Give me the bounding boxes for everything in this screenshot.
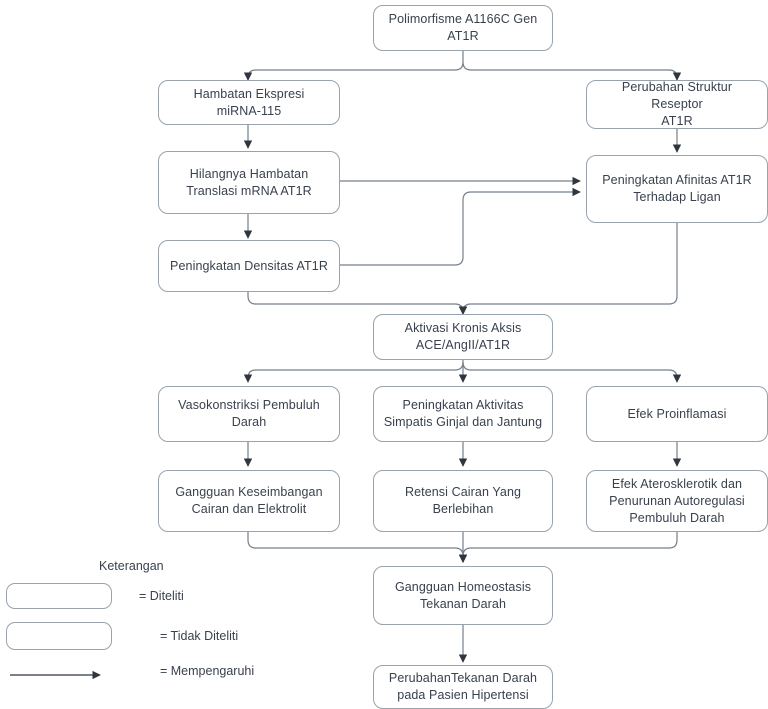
legend-label-diteliti: = Diteliti (139, 589, 184, 603)
node-hambatan-ekspresi-mirna[interactable]: Hambatan Ekspresi miRNA-115 (158, 80, 340, 125)
node-peningkatan-aktivitas-simpatis[interactable]: Peningkatan Aktivitas Simpatis Ginjal da… (373, 386, 553, 442)
legend-title: Keterangan (99, 559, 164, 573)
edge-n5-n7 (458, 223, 678, 315)
node-perubahan-struktur-reseptor[interactable]: Perubahan Struktur Reseptor AT1R (586, 80, 768, 129)
node-perubahan-tekanan-darah[interactable]: PerubahanTekanan Darah pada Pasien Hiper… (373, 665, 553, 709)
node-retensi-cairan-berlebihan[interactable]: Retensi Cairan Yang Berlebihan (373, 470, 553, 532)
node-label: Retensi Cairan Yang Berlebihan (404, 485, 522, 516)
edge-n1-n3 (462, 61, 682, 81)
node-gangguan-homeostasis-tekanan[interactable]: Gangguan Homeostasis Tekanan Darah (373, 566, 553, 625)
edge-n6-n7 (247, 292, 468, 315)
legend-label-tidak-diteliti: = Tidak Diteliti (160, 629, 239, 643)
legend-label-mempengaruhi: = Mempengaruhi (160, 664, 255, 678)
node-label: Hambatan Ekspresi miRNA-115 (193, 86, 305, 118)
node-label: Efek Aterosklerotik dan Penurunan Autore… (609, 476, 745, 525)
node-vasokonstriksi-pembuluh-darah[interactable]: Vasokonstriksi Pembuluh Darah (158, 386, 340, 442)
legend-swatch-diteliti (6, 583, 112, 609)
edge-n7-n10 (462, 361, 682, 383)
edge-n7-n8 (243, 361, 464, 383)
node-aktivasi-kronis-aksis[interactable]: Aktivasi Kronis Aksis ACE/AngII/AT1R (373, 314, 553, 360)
edge-n6-n5 (340, 187, 581, 266)
node-label: Aktivasi Kronis Aksis ACE/AngII/AT1R (404, 321, 522, 352)
legend-swatch-tidak-diteliti (6, 622, 112, 650)
node-efek-proinflamasi[interactable]: Efek Proinflamasi (586, 386, 768, 442)
node-label: Peningkatan Densitas AT1R (170, 258, 328, 273)
node-hilangnya-hambatan-translasi[interactable]: Hilangnya Hambatan Translasi mRNA AT1R (158, 151, 340, 214)
edge-n1-n2 (243, 61, 464, 81)
node-label: Peningkatan Aktivitas Simpatis Ginjal da… (383, 398, 543, 429)
node-gangguan-keseimbangan-cairan[interactable]: Gangguan Keseimbangan Cairan dan Elektro… (158, 470, 340, 532)
node-peningkatan-densitas-at1r[interactable]: Peningkatan Densitas AT1R (158, 240, 340, 292)
node-label: Gangguan Homeostasis Tekanan Darah (394, 579, 532, 611)
node-label: Polimorfisme A1166C Gen AT1R (388, 12, 538, 43)
node-peningkatan-afinitas-at1r[interactable]: Peningkatan Afinitas AT1R Terhadap Ligan (586, 155, 768, 223)
node-polimorfisme-a1166c[interactable]: Polimorfisme A1166C Gen AT1R (373, 5, 553, 51)
node-label: Efek Proinflamasi (627, 406, 727, 421)
node-label: Vasokonstriksi Pembuluh Darah (178, 398, 320, 429)
node-label: PerubahanTekanan Darah pada Pasien Hiper… (388, 671, 538, 702)
node-label: Hilangnya Hambatan Translasi mRNA AT1R (186, 166, 312, 198)
edge-n11-n14 (247, 532, 468, 563)
node-label: Gangguan Keseimbangan Cairan dan Elektro… (175, 485, 323, 516)
node-efek-aterosklerotik[interactable]: Efek Aterosklerotik dan Penurunan Autore… (586, 470, 768, 532)
node-label: Perubahan Struktur Reseptor AT1R (621, 80, 733, 128)
node-label: Peningkatan Afinitas AT1R Terhadap Ligan (602, 173, 752, 204)
edge-n13-n14 (458, 532, 678, 563)
